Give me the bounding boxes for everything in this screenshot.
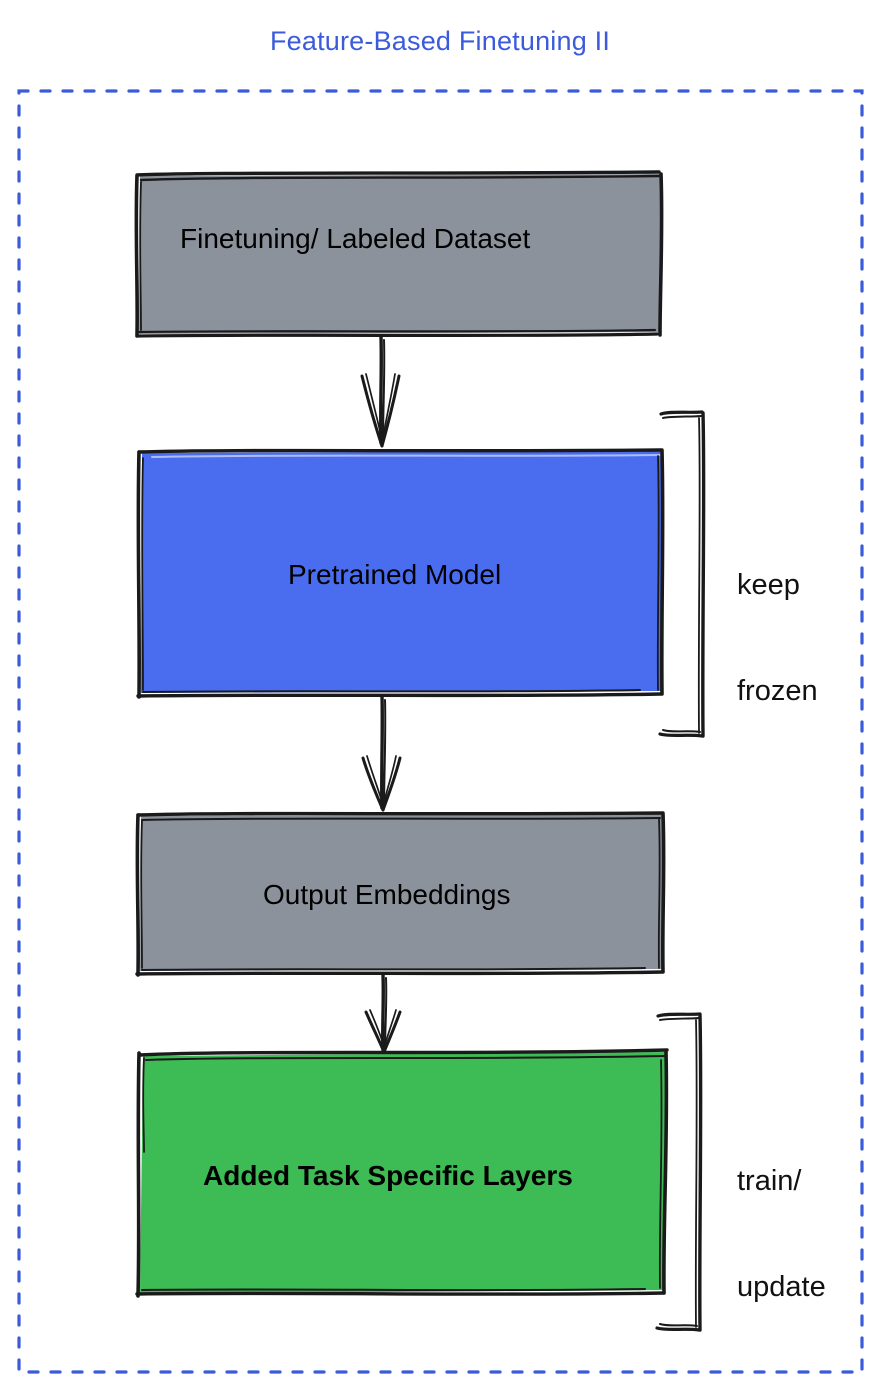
node-dataset-stroke-c xyxy=(658,172,664,337)
node-pretrained-model[interactable] xyxy=(136,448,665,699)
node-output-embeddings-stroke-g xyxy=(135,813,141,977)
page-title: Feature-Based Finetuning II xyxy=(269,26,611,56)
node-task-specific-layers-stroke-c xyxy=(662,1050,669,1295)
node-pretrained-model-stroke-f xyxy=(142,689,641,693)
node-output-embeddings-stroke-h xyxy=(140,820,143,969)
node-output-embeddings[interactable] xyxy=(135,811,666,977)
node-output-embeddings-stroke-a xyxy=(136,811,665,817)
node-output-embeddings-stroke-c xyxy=(660,812,666,974)
dashed-outline-frame xyxy=(17,89,864,1374)
node-dataset-stroke-b xyxy=(139,174,663,182)
node-output-embeddings-stroke-e xyxy=(135,970,664,976)
bracket-keep-frozen xyxy=(658,410,706,738)
node-task-specific-layers[interactable] xyxy=(135,1048,669,1298)
node-pretrained-model-fill xyxy=(141,451,662,693)
node-pretrained-model-stroke-e xyxy=(136,692,663,698)
node-dataset-stroke-d xyxy=(135,332,659,338)
node-task-specific-layers-fill xyxy=(140,1052,666,1294)
node-dataset-stroke-f xyxy=(134,174,140,338)
node-pretrained-model-stroke-b xyxy=(151,454,661,458)
arrow-dataset-to-model xyxy=(360,335,401,448)
node-task-specific-layers-stroke-f xyxy=(141,1288,646,1292)
node-output-embeddings-stroke-b xyxy=(141,817,661,821)
node-task-specific-layers-stroke-h xyxy=(142,1057,145,1153)
bracket-train-update xyxy=(655,1012,703,1332)
node-output-embeddings-stroke-f xyxy=(141,967,646,971)
node-pretrained-model-stroke-d xyxy=(656,455,660,691)
node-dataset-stroke-g xyxy=(139,181,142,331)
node-pretrained-model-stroke-h xyxy=(141,457,144,691)
node-task-specific-layers-stroke-b xyxy=(145,1055,665,1061)
node-output-embeddings-stroke-d xyxy=(657,818,661,969)
node-task-specific-layers-stroke-e xyxy=(135,1291,666,1296)
node-pretrained-model-stroke-a xyxy=(137,448,664,454)
node-dataset-stroke-e xyxy=(137,328,657,334)
node-task-specific-layers-stroke-d xyxy=(658,1059,663,1289)
node-pretrained-model-stroke-g xyxy=(136,450,142,699)
node-task-specific-layers-stroke-a xyxy=(138,1048,669,1057)
node-output-embeddings-fill xyxy=(140,814,663,971)
node-dataset[interactable] xyxy=(134,170,664,338)
node-pretrained-model-stroke-c xyxy=(659,449,665,696)
node-dataset-stroke-a xyxy=(135,170,661,177)
node-task-specific-layers-stroke-g xyxy=(136,1051,141,1298)
arrow-model-to-embeddings xyxy=(361,694,402,812)
node-dataset-fill xyxy=(139,174,661,334)
arrow-embeddings-to-layers xyxy=(364,973,402,1054)
